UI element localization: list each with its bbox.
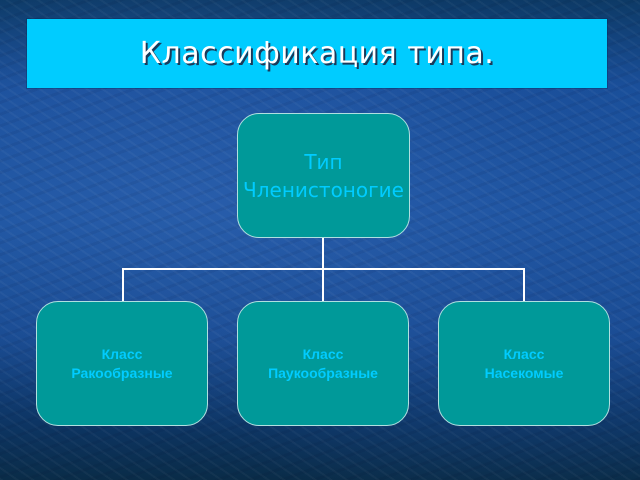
- child-node-label-name: Насекомые: [484, 364, 564, 381]
- child-node-arachnida[interactable]: Класс Паукообразные: [237, 301, 409, 426]
- child-node-crustacea[interactable]: Класс Ракообразные: [36, 301, 208, 426]
- child-node-label-class: Класс: [503, 345, 545, 362]
- child-node-label-name: Ракообразные: [71, 364, 173, 381]
- connector-right-drop: [523, 268, 525, 301]
- child-node-label-name: Паукообразные: [268, 364, 378, 381]
- title-bar: Классификация типа.: [27, 19, 607, 88]
- child-node-insecta[interactable]: Класс Насекомые: [438, 301, 610, 426]
- root-node-label-name: Членистоногие: [243, 177, 404, 202]
- child-node-label-class: Класс: [101, 345, 143, 362]
- root-node-label-type: Тип: [304, 149, 343, 174]
- connector-left-drop: [122, 268, 124, 301]
- slide-title: Классификация типа.: [139, 36, 495, 71]
- child-node-label-class: Класс: [302, 345, 344, 362]
- root-node-arthropoda[interactable]: Тип Членистоногие: [237, 113, 410, 238]
- connector-root-stem: [322, 238, 324, 269]
- connector-middle-drop: [322, 268, 324, 301]
